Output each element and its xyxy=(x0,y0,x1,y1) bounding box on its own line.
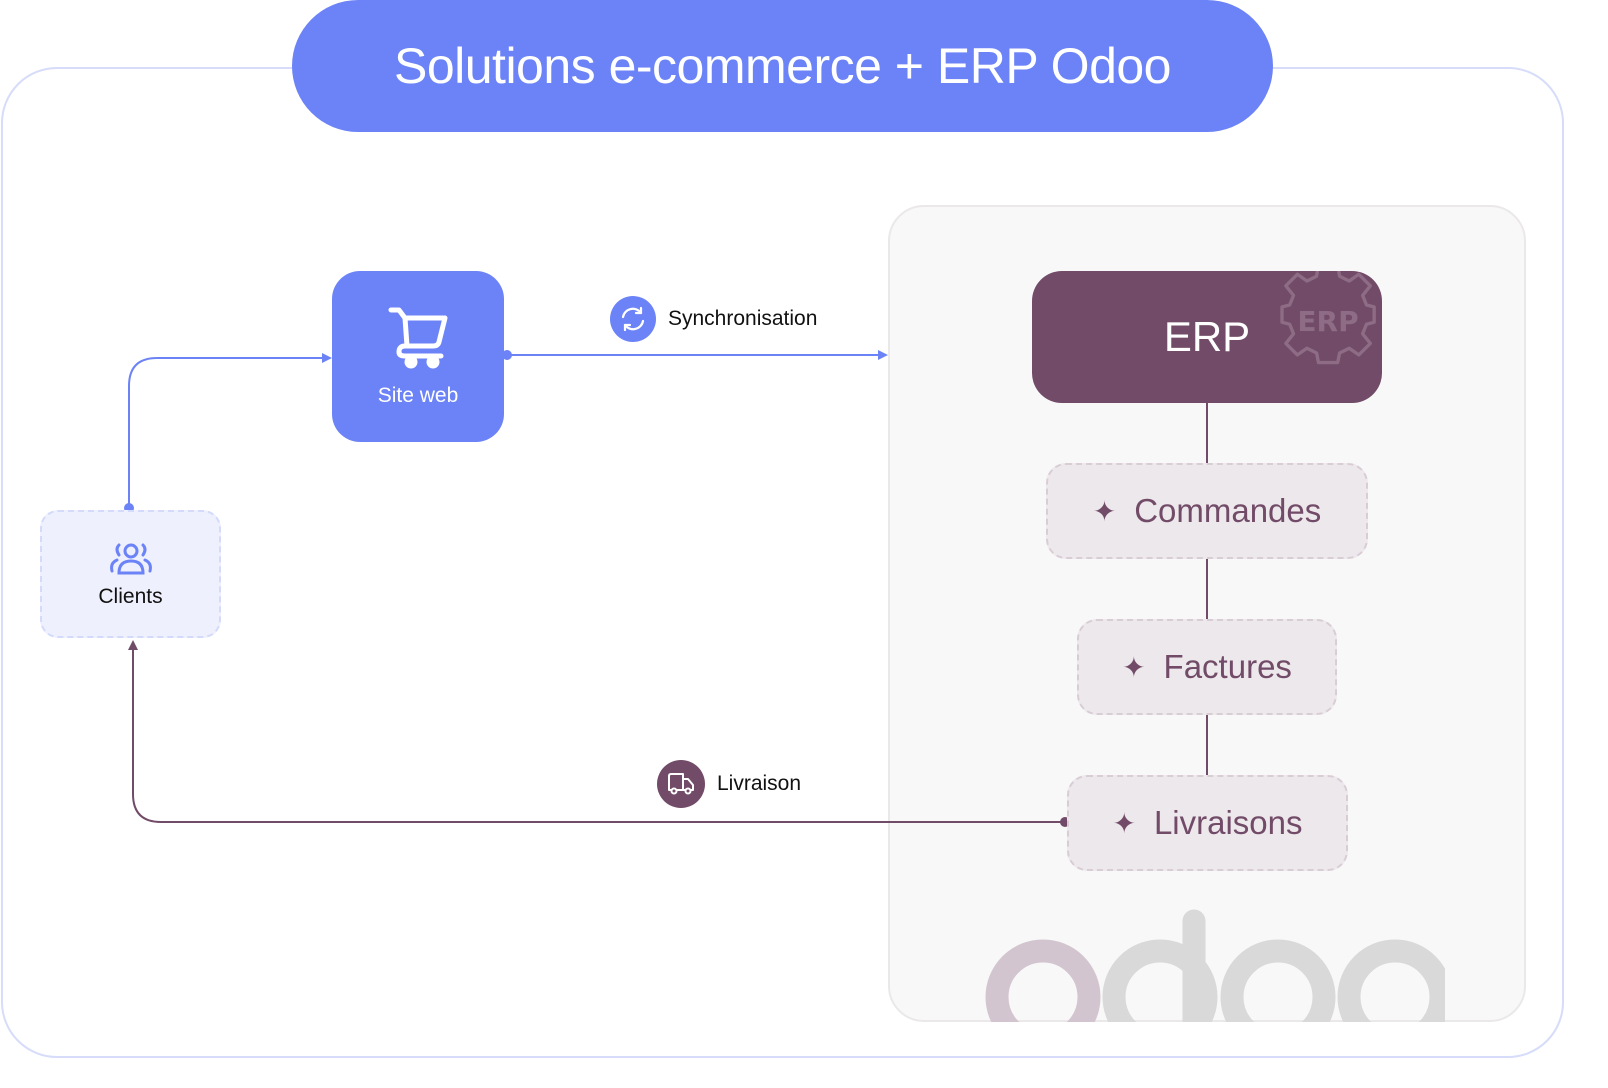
truck-icon xyxy=(668,773,694,795)
shopping-cart-icon xyxy=(388,307,448,368)
node-clients: Clients xyxy=(40,510,221,638)
odoo-logo xyxy=(975,905,1445,1022)
module-commandes-label: Commandes xyxy=(1134,492,1322,529)
module-factures: ✦ Factures xyxy=(1077,619,1337,715)
edge-clients-to-site xyxy=(128,353,332,508)
odoo-logo-d xyxy=(1102,939,1218,1022)
edge-label-sync: Synchronisation xyxy=(610,296,817,342)
module-livraisons-label: Livraisons xyxy=(1153,804,1303,841)
odoo-logo-o1 xyxy=(985,939,1101,1022)
node-site-web-label: Site web xyxy=(377,383,459,407)
edge-delivery xyxy=(128,640,1065,823)
truck-badge xyxy=(657,760,705,808)
users-group-icon xyxy=(109,543,152,575)
sparkle-icon: ✦ xyxy=(1112,807,1136,839)
node-site-web: Site web xyxy=(332,271,504,442)
node-erp: ERP ERP xyxy=(1032,271,1382,403)
module-livraisons: ✦ Livraisons xyxy=(1067,775,1348,871)
edge-label-delivery-text: Livraison xyxy=(717,772,802,795)
edge-sync-start-dot xyxy=(502,350,512,360)
node-erp-label: ERP xyxy=(1163,313,1251,360)
odoo-logo-o3 xyxy=(1337,939,1445,1022)
odoo-logo-o2 xyxy=(1220,939,1336,1022)
erp-gear-icon: ERP xyxy=(1280,271,1376,365)
sync-badge xyxy=(610,296,656,342)
sparkle-icon: ✦ xyxy=(1092,495,1117,527)
edge-label-delivery: Livraison xyxy=(657,760,801,808)
sync-icon xyxy=(621,306,645,332)
sparkle-icon: ✦ xyxy=(1122,651,1146,683)
svg-text:ERP: ERP xyxy=(1297,305,1358,338)
module-commandes: ✦ Commandes xyxy=(1046,463,1368,559)
diagram-title: Solutions e-commerce + ERP Odoo xyxy=(393,38,1172,94)
node-clients-label: Clients xyxy=(98,585,163,608)
title-banner: Solutions e-commerce + ERP Odoo xyxy=(292,0,1273,132)
module-factures-label: Factures xyxy=(1163,648,1292,685)
edge-label-sync-text: Synchronisation xyxy=(668,307,818,330)
